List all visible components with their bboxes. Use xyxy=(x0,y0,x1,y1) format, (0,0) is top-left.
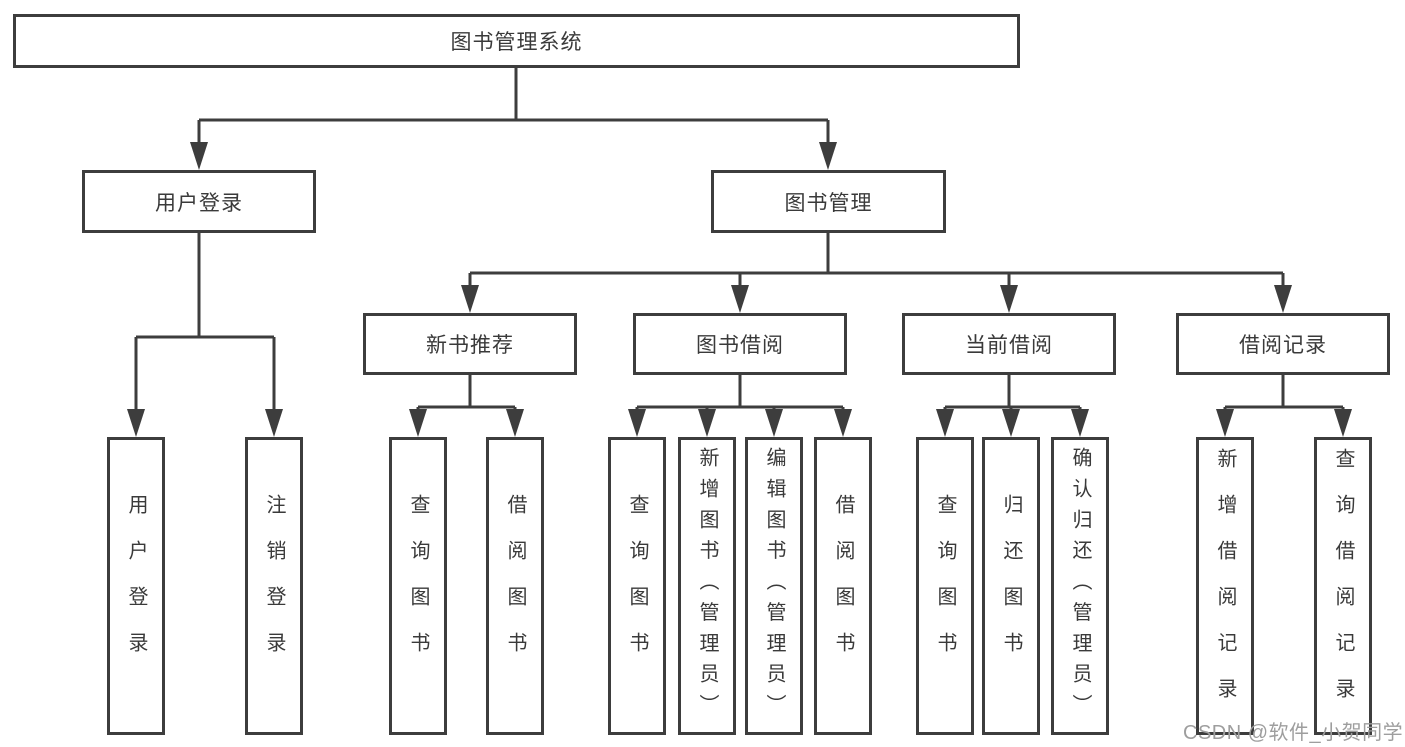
leaf-recommend-borrow-books-label: 借阅图书 xyxy=(504,494,526,678)
node-book-management: 图书管理 xyxy=(711,170,946,233)
leaf-recommend-query-books: 查询图书 xyxy=(389,437,447,735)
node-borrow-record: 借阅记录 xyxy=(1176,313,1390,375)
node-new-book-recommend: 新书推荐 xyxy=(363,313,577,375)
leaf-add-books-admin: 新增图书（管理员） xyxy=(678,437,736,735)
leaf-borrow-query-books-label: 查询图书 xyxy=(626,494,648,678)
leaf-add-books-admin-label: 新增图书（管理员） xyxy=(696,447,718,725)
connector-book-management-children xyxy=(468,233,1285,290)
connector-borrow-record-children xyxy=(1223,375,1345,412)
leaf-confirm-return-admin: 确认归还（管理员） xyxy=(1051,437,1109,735)
leaf-user-login-label: 用户登录 xyxy=(125,494,147,678)
node-root-label: 图书管理系统 xyxy=(450,31,583,54)
leaf-logout-label: 注销登录 xyxy=(263,494,285,678)
connector-new-book-children xyxy=(416,375,517,412)
node-new-book-recommend-label: 新书推荐 xyxy=(426,334,514,357)
connector-user-login-children xyxy=(134,233,276,412)
leaf-add-borrow-record-label: 新增借阅记录 xyxy=(1214,448,1236,724)
connector-current-borrow-children xyxy=(943,375,1082,412)
leaf-edit-books-admin: 编辑图书（管理员） xyxy=(745,437,803,735)
leaf-logout: 注销登录 xyxy=(245,437,303,735)
node-root: 图书管理系统 xyxy=(13,14,1020,68)
leaf-edit-books-admin-label: 编辑图书（管理员） xyxy=(763,447,785,725)
leaf-current-query-books-label: 查询图书 xyxy=(934,494,956,678)
leaf-borrow-books: 借阅图书 xyxy=(814,437,872,735)
node-book-borrow-label: 图书借阅 xyxy=(696,334,784,357)
connector-book-borrow-children xyxy=(635,375,845,412)
node-book-management-label: 图书管理 xyxy=(784,191,873,215)
leaf-recommend-borrow-books: 借阅图书 xyxy=(486,437,544,735)
node-current-borrow: 当前借阅 xyxy=(902,313,1116,375)
connector-root-to-level2 xyxy=(197,68,830,145)
leaf-borrow-books-label: 借阅图书 xyxy=(832,494,854,678)
leaf-return-books: 归还图书 xyxy=(982,437,1040,735)
leaf-confirm-return-admin-label: 确认归还（管理员） xyxy=(1069,447,1091,725)
node-user-login-label: 用户登录 xyxy=(155,191,243,215)
leaf-query-borrow-record: 查询借阅记录 xyxy=(1314,437,1372,735)
leaf-borrow-query-books: 查询图书 xyxy=(608,437,666,735)
arrowheads xyxy=(127,142,1352,437)
node-borrow-record-label: 借阅记录 xyxy=(1239,334,1327,357)
node-current-borrow-label: 当前借阅 xyxy=(965,334,1053,357)
leaf-current-query-books: 查询图书 xyxy=(916,437,974,735)
leaf-recommend-query-books-label: 查询图书 xyxy=(407,494,429,678)
leaf-user-login: 用户登录 xyxy=(107,437,165,735)
csdn-watermark: CSDN @软件_小贺同学 xyxy=(1183,722,1404,744)
leaf-add-borrow-record: 新增借阅记录 xyxy=(1196,437,1254,735)
leaf-query-borrow-record-label: 查询借阅记录 xyxy=(1332,448,1354,724)
leaf-return-books-label: 归还图书 xyxy=(1000,494,1022,678)
node-user-login: 用户登录 xyxy=(82,170,316,233)
node-book-borrow: 图书借阅 xyxy=(633,313,847,375)
